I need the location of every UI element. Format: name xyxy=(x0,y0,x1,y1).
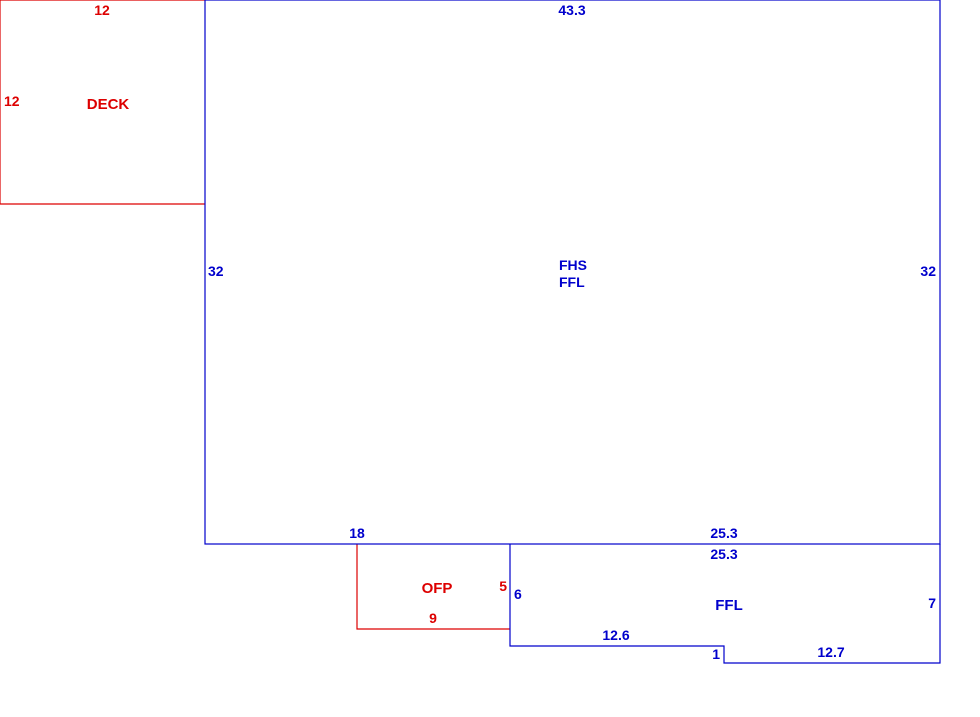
main-house-outline xyxy=(204,0,941,545)
ofp-area-label: OFP xyxy=(422,580,453,597)
lower-bottom-right-dimension: 12.7 xyxy=(817,644,844,660)
deck-left-dimension: 12 xyxy=(4,93,20,109)
lower-left-dimension: 6 xyxy=(514,586,522,602)
ofp-outline xyxy=(356,544,510,630)
deck-area-label: DECK xyxy=(87,96,130,113)
lower-area-outline xyxy=(509,544,941,664)
main-area-label-fhs: FHS xyxy=(559,257,587,273)
ofp-bottom-dimension: 9 xyxy=(429,610,437,626)
main-area-label-ffl: FFL xyxy=(559,274,585,290)
deck-top-dimension: 12 xyxy=(94,2,110,18)
main-bottom-left-dimension: 18 xyxy=(349,525,365,541)
main-top-dimension: 43.3 xyxy=(558,2,585,18)
ofp-right-dimension: 5 xyxy=(499,578,507,594)
main-left-dimension: 32 xyxy=(208,263,224,279)
lower-bottom-left-dimension: 12.6 xyxy=(602,627,629,643)
lower-area-label-ffl: FFL xyxy=(715,597,743,614)
main-right-dimension: 32 xyxy=(920,263,936,279)
main-bottom-right-dimension: 25.3 xyxy=(710,525,737,541)
deck-outline xyxy=(0,0,205,205)
lower-top-dimension: 25.3 xyxy=(710,546,737,562)
lower-right-dimension: 7 xyxy=(928,595,936,611)
lower-step-dimension: 1 xyxy=(712,646,720,662)
